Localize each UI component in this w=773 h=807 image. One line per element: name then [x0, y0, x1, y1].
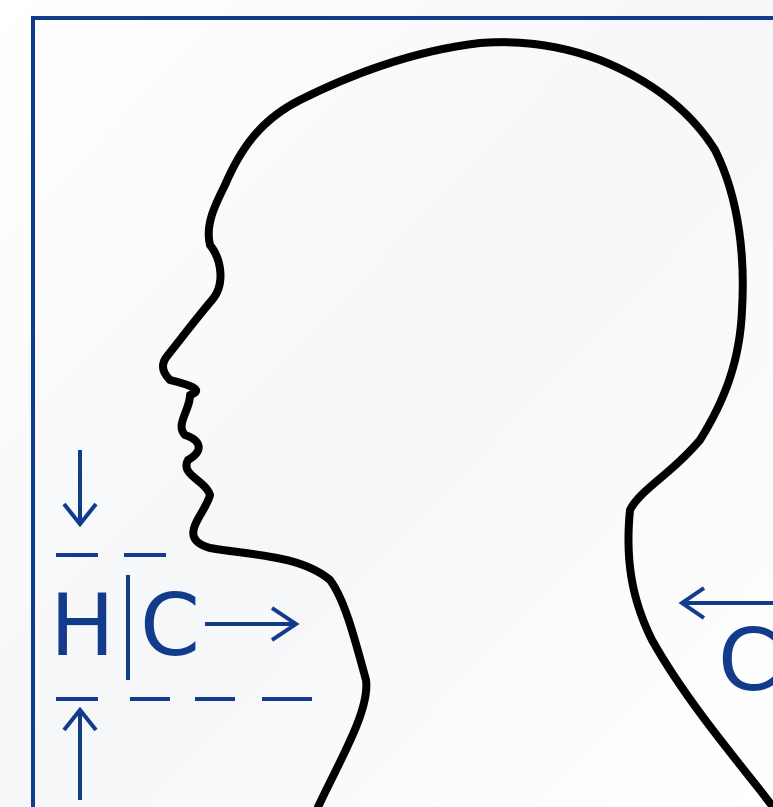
circumference-label-right: C: [718, 611, 773, 711]
height-label: H: [50, 576, 115, 676]
circumference-label-left: C: [140, 576, 200, 676]
